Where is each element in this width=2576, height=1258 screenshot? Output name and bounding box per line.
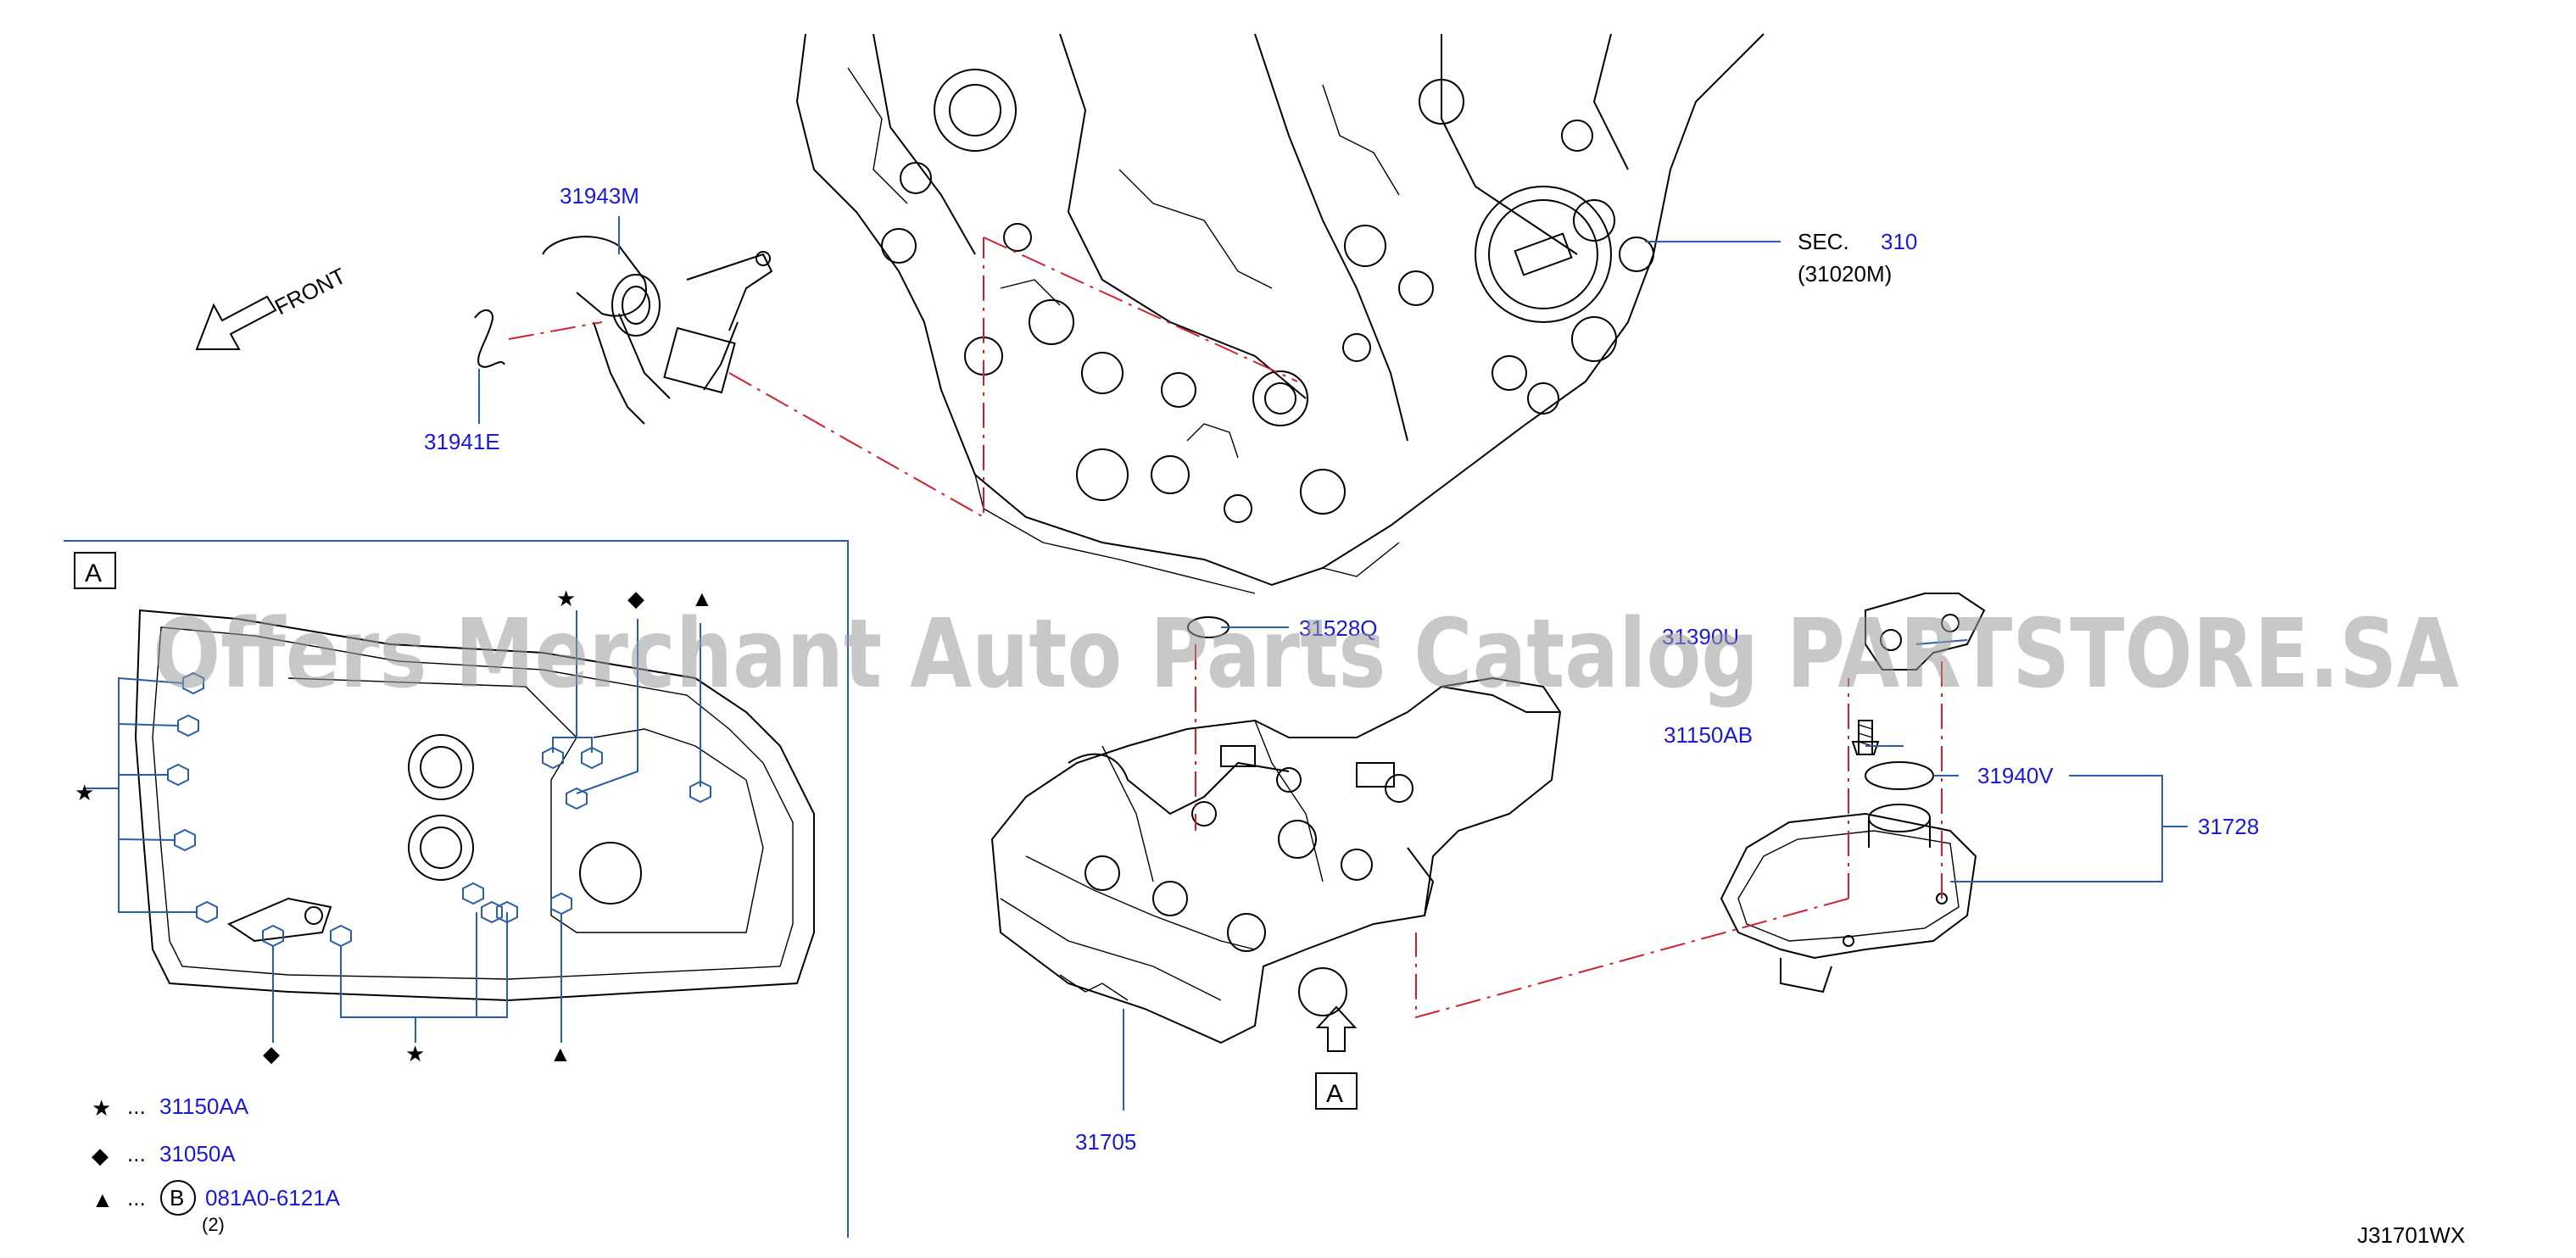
view-a-box-label: A xyxy=(85,559,102,587)
part-label-31528Q[interactable]: 31528Q xyxy=(1299,615,1378,641)
valve-body-drawing xyxy=(990,676,1562,1044)
part-label-31940V[interactable]: 31940V xyxy=(1977,763,2054,788)
legend-diamond-dots: ... xyxy=(127,1141,146,1166)
star-symbol-left: ★ xyxy=(75,780,94,805)
solenoid-harness-drawing xyxy=(474,236,773,425)
triangle-symbol-bottom: ▲ xyxy=(549,1041,572,1066)
legend-triangle-part: 081A0-6121A xyxy=(205,1185,341,1211)
part-label-31150AB[interactable]: 31150AB xyxy=(1664,722,1753,748)
transmission-case-drawing xyxy=(795,33,1765,594)
diamond-symbol-bottom: ◆ xyxy=(263,1041,280,1066)
drawing-id: J31701WX xyxy=(2357,1222,2465,1248)
sec-label-sub: (31020M) xyxy=(1798,261,1892,287)
sec-label-prefix: SEC. xyxy=(1798,229,1849,254)
bolt-legend: ★ ... 31150AA ◆ ... 31050A ▲ ... B 081A0… xyxy=(92,1094,341,1235)
detail-view-a: A xyxy=(64,540,849,1238)
alignment-lines xyxy=(508,237,1943,1019)
legend-diamond-symbol: ◆ xyxy=(92,1143,109,1168)
front-direction-arrow: FRONT xyxy=(195,263,350,350)
part-label-31705[interactable]: 31705 xyxy=(1075,1129,1136,1155)
legend-star-part: 31150AA xyxy=(159,1094,249,1119)
part-label-31943M[interactable]: 31943M xyxy=(560,183,639,209)
legend-b-circle xyxy=(160,1180,196,1216)
view-a-reference: A xyxy=(1315,1005,1358,1110)
view-a-ref-label: A xyxy=(1326,1080,1343,1108)
star-symbol-top: ★ xyxy=(556,586,576,611)
diamond-symbol-top: ◆ xyxy=(627,586,644,611)
legend-triangle-symbol: ▲ xyxy=(92,1187,114,1212)
watermark-text: Offers Merchant Auto Parts Catalog PARTS… xyxy=(153,599,2459,710)
legend-star-symbol: ★ xyxy=(92,1095,111,1121)
legend-b-label: B xyxy=(170,1185,184,1211)
part-label-31390U[interactable]: 31390U xyxy=(1662,624,1739,649)
part-label-31941E[interactable]: 31941E xyxy=(424,429,500,454)
legend-triangle-dots: ... xyxy=(127,1185,146,1211)
legend-triangle-qty: (2) xyxy=(202,1214,225,1235)
view-a-box-frame xyxy=(74,552,116,589)
part-leader-lines xyxy=(478,216,2188,1110)
part-label-31728[interactable]: 31728 xyxy=(2198,814,2259,839)
legend-diamond-part: 31050A xyxy=(159,1141,236,1166)
legend-star-dots: ... xyxy=(127,1094,146,1119)
oil-strainer-drawing xyxy=(1720,804,1977,994)
triangle-symbol-top: ▲ xyxy=(691,586,713,611)
sec-label-number[interactable]: 310 xyxy=(1881,229,1917,254)
star-symbol-bottom: ★ xyxy=(405,1041,425,1066)
gasket-bolt-hexes xyxy=(167,671,711,948)
front-label: FRONT xyxy=(270,263,350,320)
